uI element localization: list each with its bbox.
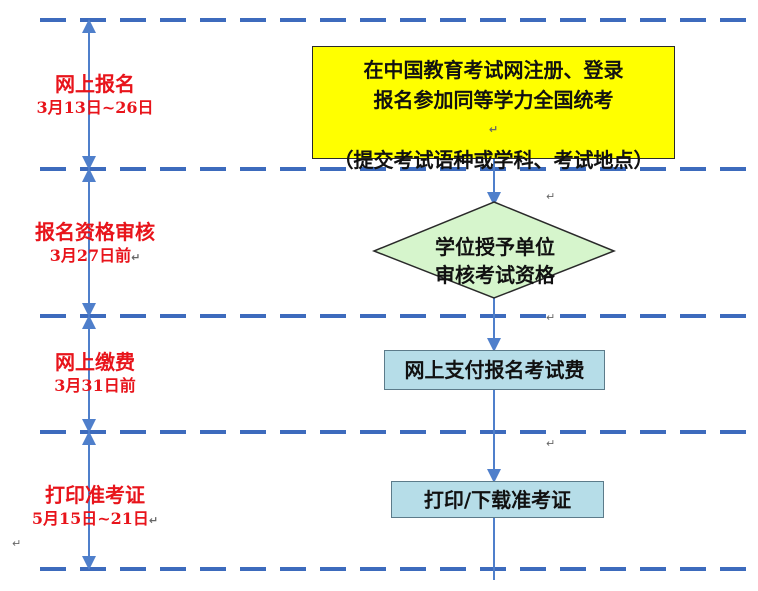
pay-box: 网上支付报名考试费 xyxy=(384,350,605,390)
stage-title: 网上报名 xyxy=(55,72,135,96)
paragraph-mark: ↵ xyxy=(131,251,141,264)
stage-title: 报名资格审核 xyxy=(35,220,155,244)
paragraph-mark: ↵ xyxy=(488,123,499,136)
print-box: 打印/下载准考证 xyxy=(391,481,604,518)
paragraph-mark: ↵ xyxy=(546,437,556,450)
review-diamond xyxy=(371,201,617,299)
paragraph-mark: ↵ xyxy=(148,514,159,527)
register-line-3: （提交考试语种或学科、考试地点） xyxy=(333,148,654,172)
paragraph-mark: ↵ xyxy=(546,311,556,324)
stage-title: 网上缴费 xyxy=(55,350,135,374)
review-text: 学位授予单位 审核考试资格 xyxy=(380,233,610,289)
register-line-1: 在中国教育考试网注册、登录 xyxy=(363,58,624,82)
stage-label-review: 报名资格审核 3月27日前↵ xyxy=(0,221,190,269)
stage-date: 3月31日前 xyxy=(54,376,136,395)
stage-date: 5月15日~21日↵ xyxy=(31,509,159,528)
register-line-2: 报名参加同等学力全国统考↵ xyxy=(313,85,674,145)
review-line-1: 学位授予单位 xyxy=(435,235,555,259)
register-box: 在中国教育考试网注册、登录 报名参加同等学力全国统考↵ （提交考试语种或学科、考… xyxy=(312,46,675,172)
review-line-2: 审核考试资格 xyxy=(435,263,555,287)
stage-label-register: 网上报名 3月13日~26日 xyxy=(0,73,190,119)
stage-label-print: 打印准考证 5月15日~21日↵ xyxy=(0,484,190,532)
stage-label-pay: 网上缴费 3月31日前 xyxy=(0,351,190,397)
paragraph-mark: ↵ xyxy=(546,190,556,203)
paragraph-mark: ↵ xyxy=(12,537,22,550)
stage-title: 打印准考证 xyxy=(45,483,145,507)
stage-date: 3月13日~26日 xyxy=(36,98,154,117)
stage-date: 3月27日前↵ xyxy=(49,246,141,265)
